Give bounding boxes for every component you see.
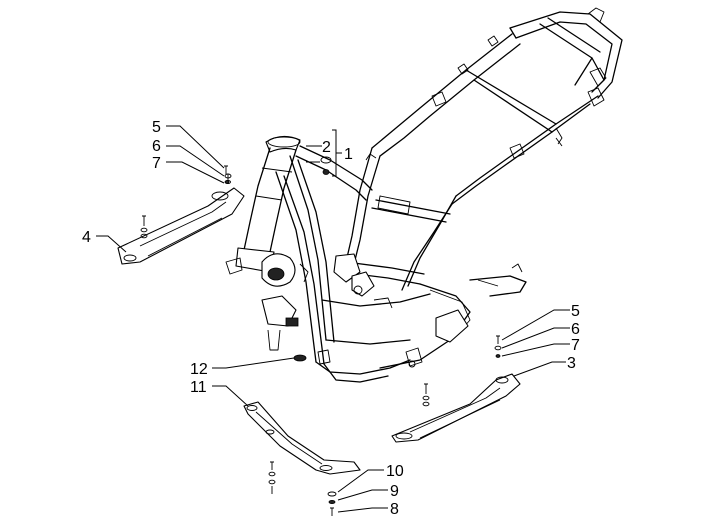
callout-5-left: 5 — [152, 119, 161, 136]
callout-8: 8 — [390, 501, 399, 518]
callout-3: 3 — [567, 355, 576, 372]
headset-bearing — [320, 156, 332, 175]
callout-labels: 5 6 7 2 1 4 5 6 7 3 12 11 10 9 8 — [82, 119, 580, 518]
callout-6-right: 6 — [571, 321, 580, 338]
right-footrest-bracket — [391, 373, 521, 443]
callout-6-left: 6 — [152, 138, 161, 155]
callout-4: 4 — [82, 229, 91, 246]
callout-2: 2 — [322, 139, 331, 156]
left-bracket-fasteners — [140, 165, 230, 239]
rubber-grommet — [293, 354, 307, 362]
main-frame — [225, 7, 623, 383]
callout-9: 9 — [390, 483, 399, 500]
callout-7-left: 7 — [152, 155, 161, 172]
callout-7-right: 7 — [571, 337, 580, 354]
right-bracket-fasteners — [422, 335, 502, 407]
callout-12: 12 — [190, 361, 208, 378]
callout-1: 1 — [344, 146, 353, 163]
callout-10: 10 — [386, 463, 404, 480]
left-footrest-bracket — [117, 173, 245, 265]
lower-center-bracket — [243, 401, 361, 475]
leader-lines — [96, 125, 570, 513]
lower-bracket-fasteners — [268, 461, 337, 516]
callout-5-right: 5 — [571, 303, 580, 320]
callout-11: 11 — [190, 379, 207, 396]
